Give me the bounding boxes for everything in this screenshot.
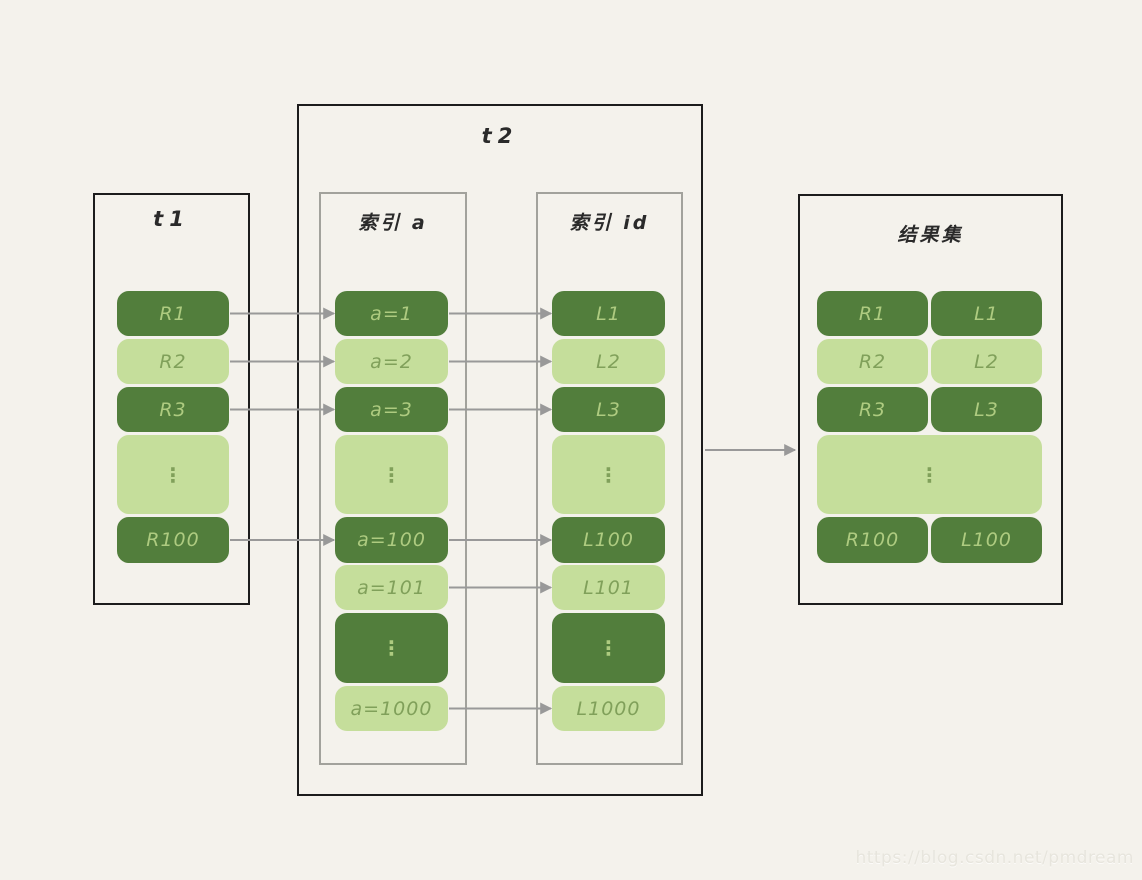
index-id-row: L3 (552, 387, 665, 432)
result-row-left: R1 (817, 291, 928, 336)
result-row-right: L100 (931, 517, 1042, 563)
watermark: https://blog.csdn.net/pmdream (855, 848, 1134, 868)
index-a-row: a=2 (335, 339, 448, 384)
result-row-right: L3 (931, 387, 1042, 432)
t1-row: R3 (117, 387, 229, 432)
t2-title: t2 (481, 124, 519, 148)
index-a-row: a=1 (335, 291, 448, 336)
index-id-dots-row: ⋮ (552, 435, 665, 514)
index-id-row: L100 (552, 517, 665, 563)
index-a-row: a=100 (335, 517, 448, 563)
index-id-box: 索引 id (536, 192, 683, 765)
index-a-row: a=1000 (335, 686, 448, 731)
t1-row: R1 (117, 291, 229, 336)
index-id-row: L101 (552, 565, 665, 610)
index-id-title: 索引 id (569, 212, 650, 234)
index-id-dots-row: ⋮ (552, 613, 665, 683)
index-a-title: 索引 a (358, 212, 428, 234)
result-row-right: L1 (931, 291, 1042, 336)
result-dots-row: ⋮ (817, 435, 1042, 514)
index-a-dots-row: ⋮ (335, 435, 448, 514)
index-id-row: L1 (552, 291, 665, 336)
t1-row: R100 (117, 517, 229, 563)
t2-box: t2 (297, 104, 703, 796)
t1-title: t1 (153, 207, 190, 231)
result-title: 结果集 (897, 224, 964, 246)
result-box: 结果集 (798, 194, 1063, 605)
index-a-dots-row: ⋮ (335, 613, 448, 683)
result-row-left: R2 (817, 339, 928, 384)
t1-dots-row: ⋮ (117, 435, 229, 514)
result-row-left: R100 (817, 517, 928, 563)
index-id-row: L1000 (552, 686, 665, 731)
index-a-box: 索引 a (319, 192, 467, 765)
t1-row: R2 (117, 339, 229, 384)
index-a-row: a=101 (335, 565, 448, 610)
index-a-row: a=3 (335, 387, 448, 432)
result-row-left: R3 (817, 387, 928, 432)
t1-box: t1 (93, 193, 250, 605)
index-id-row: L2 (552, 339, 665, 384)
result-row-right: L2 (931, 339, 1042, 384)
